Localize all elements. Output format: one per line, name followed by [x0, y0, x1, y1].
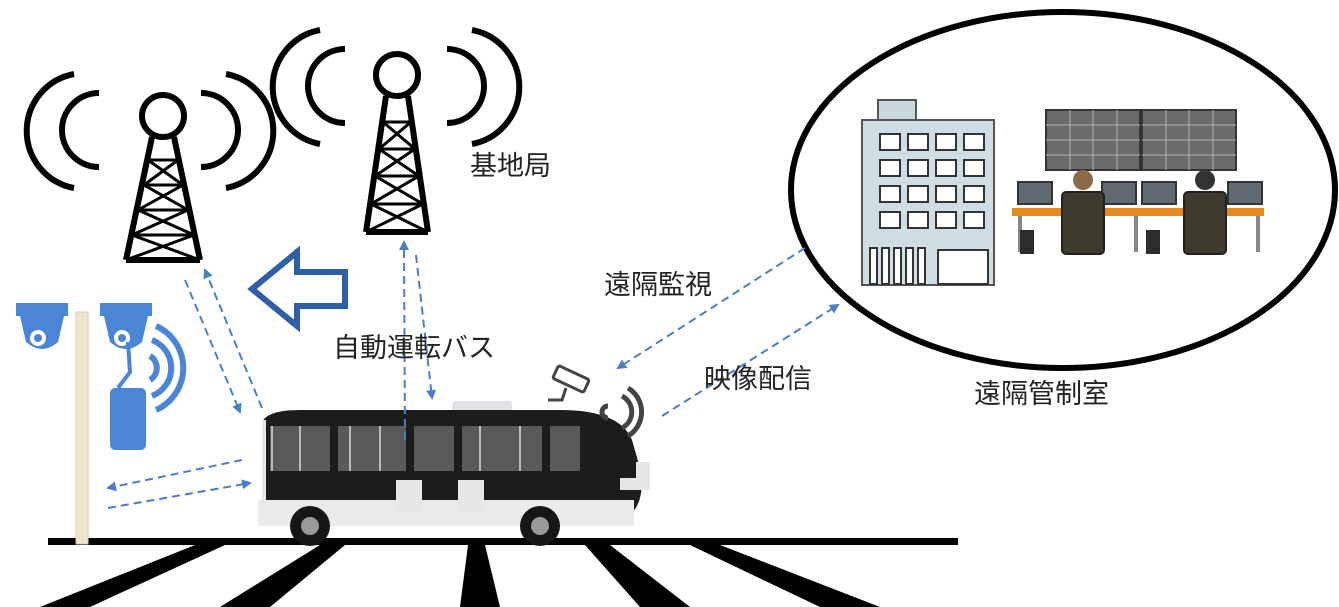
signal-tower-icon: [23, 71, 277, 263]
surveillance-camera-icon: [16, 303, 68, 349]
control-room: [788, 9, 1338, 371]
video-distribution-label: 映像配信: [704, 364, 812, 395]
road: [40, 538, 958, 607]
wireless-signal-icon: [599, 385, 645, 439]
signal-tower-icon: [269, 27, 523, 235]
surveillance-camera-icon: [548, 364, 591, 402]
monitor-wall: [1045, 109, 1237, 171]
autonomous-bus-label: 自動運転バス: [333, 333, 495, 364]
block-arrow-icon: [247, 245, 348, 333]
remote-control-room-label: 遠隔管制室: [974, 379, 1109, 410]
wireless-signal-icon: [148, 323, 187, 413]
office-building-icon: [861, 99, 995, 286]
roadside-unit: [16, 303, 187, 545]
operator-workstation-icon: [1012, 170, 1264, 255]
roadside-device: [110, 388, 146, 450]
base-station-label: 基地局: [470, 151, 551, 182]
surveillance-camera-icon: [100, 303, 152, 390]
communication-arrows: [106, 240, 840, 509]
remote-monitoring-label: 遠隔監視: [604, 270, 712, 301]
bus-icon: [258, 401, 650, 546]
